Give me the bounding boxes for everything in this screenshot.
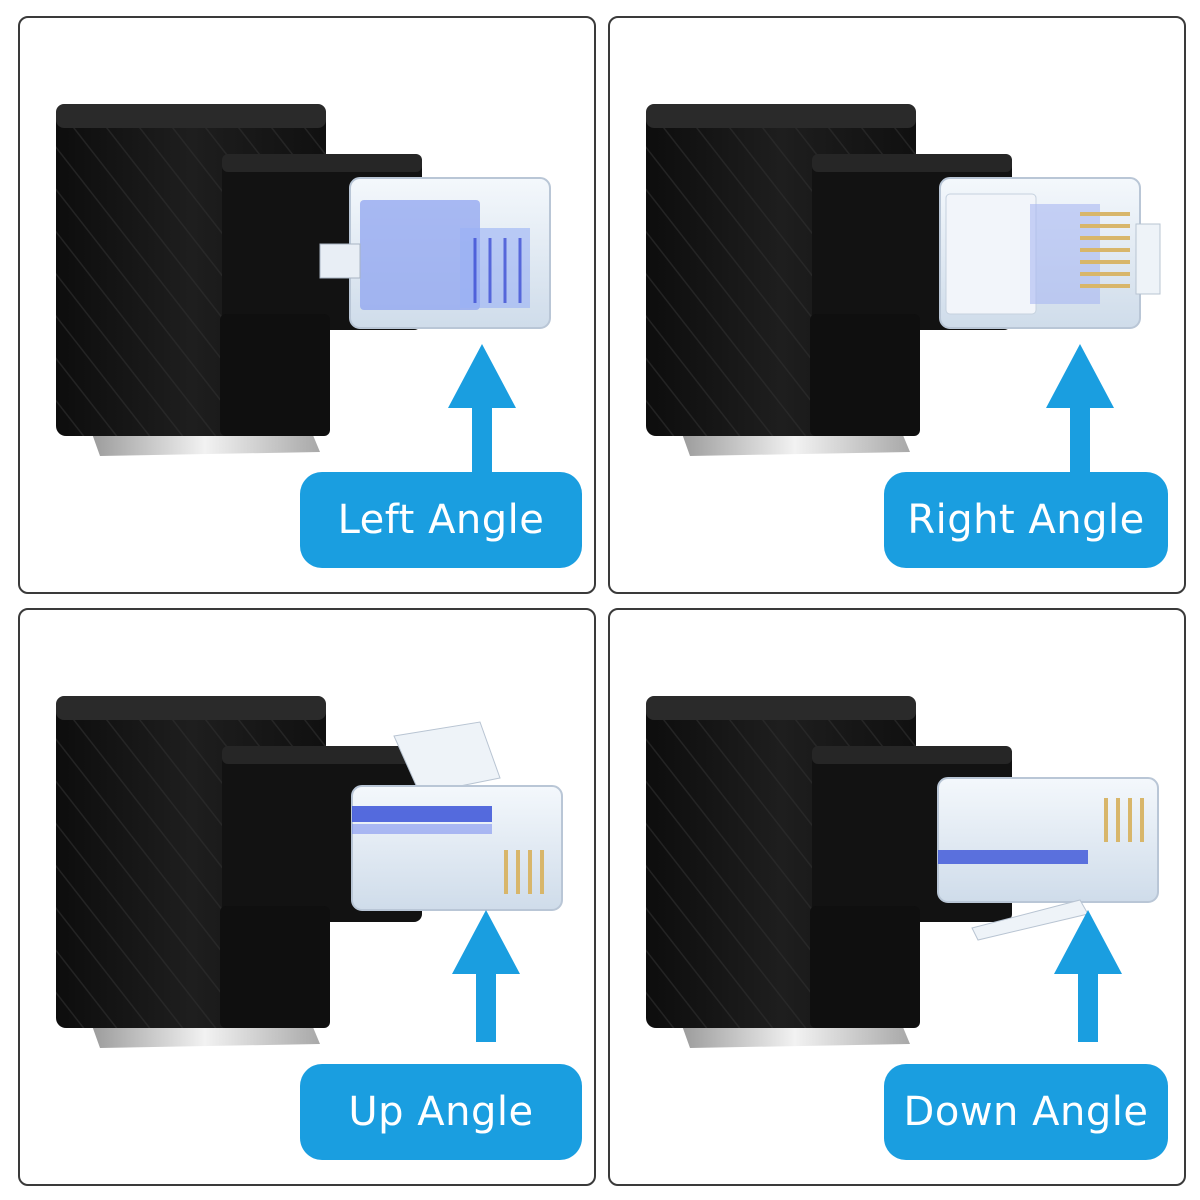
label-left-angle: Left Angle: [300, 472, 582, 568]
up-angle-adapter-image: [56, 696, 563, 1048]
label-right-angle: Right Angle: [884, 472, 1168, 568]
rj45-plug: [937, 777, 1159, 941]
arrow-up-icon: [452, 910, 520, 1042]
label-up-angle: Up Angle: [300, 1064, 582, 1160]
arrow-up-icon: [448, 344, 516, 476]
label-down-angle: Down Angle: [884, 1064, 1168, 1160]
down-angle-adapter-image: [646, 696, 1159, 1048]
panel-down-angle: Down Angle: [608, 608, 1186, 1186]
panel-right-angle: Right Angle: [608, 16, 1186, 594]
panel-up-angle: Up Angle: [18, 608, 596, 1186]
rj45-plug: [319, 177, 551, 329]
arrow-up-icon: [1046, 344, 1114, 476]
left-angle-adapter-image: [56, 104, 551, 476]
rj45-plug: [351, 721, 563, 911]
panel-left-angle: Left Angle: [18, 16, 596, 594]
rj45-plug: [939, 177, 1161, 329]
right-angle-adapter-image: [646, 104, 1161, 476]
arrow-up-icon: [1054, 910, 1122, 1042]
